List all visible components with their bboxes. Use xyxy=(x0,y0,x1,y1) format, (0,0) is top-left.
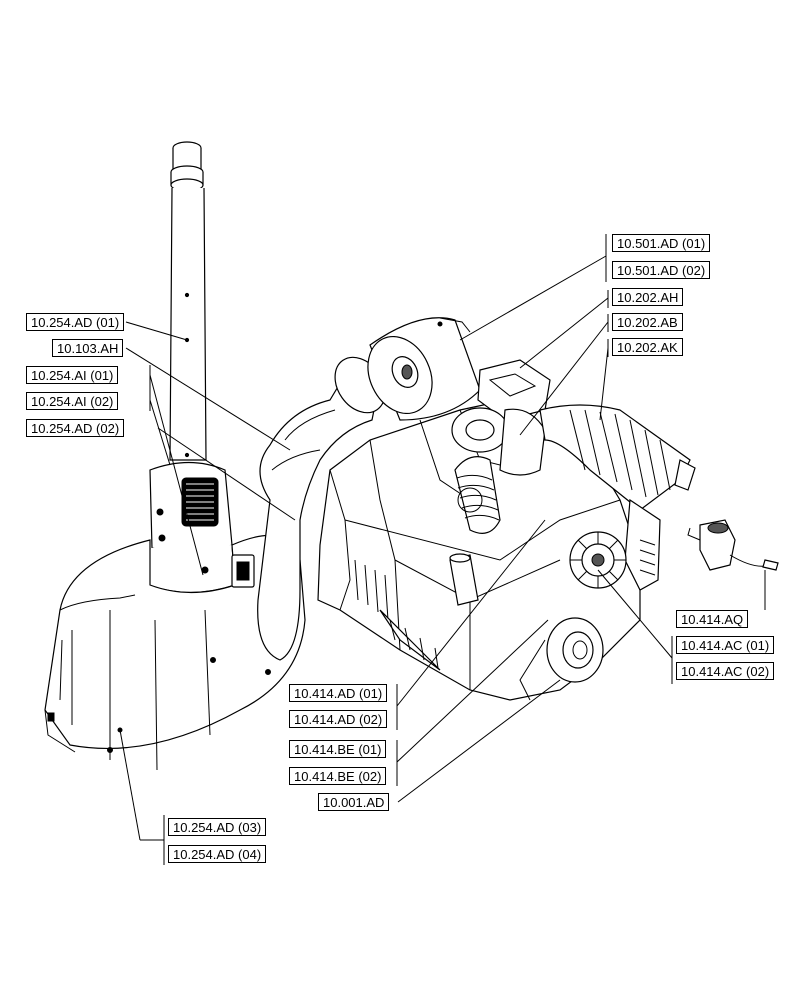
exhaust-stack xyxy=(169,141,207,461)
part-label-10-414-aq[interactable]: 10.414.AQ xyxy=(676,610,749,628)
part-label-10-254-ad-01[interactable]: 10.254.AD (01) xyxy=(26,313,125,331)
part-label-10-202-ah[interactable]: 10.202.AH xyxy=(612,288,684,306)
part-label-10-001-ad[interactable]: 10.001.AD xyxy=(318,793,390,811)
part-label-10-501-ad-02[interactable]: 10.501.AD (02) xyxy=(612,261,711,279)
part-label-10-414-be-01[interactable]: 10.414.BE (01) xyxy=(289,740,387,758)
part-label-10-414-be-02[interactable]: 10.414.BE (02) xyxy=(289,767,387,785)
part-label-10-414-ac-01[interactable]: 10.414.AC (01) xyxy=(676,636,775,654)
part-label-10-254-ai-01[interactable]: 10.254.AI (01) xyxy=(26,366,119,384)
part-label-10-414-ac-02[interactable]: 10.414.AC (02) xyxy=(676,662,775,680)
part-label-10-202-ab[interactable]: 10.202.AB xyxy=(612,313,683,331)
part-label-10-501-ad-01[interactable]: 10.501.AD (01) xyxy=(612,234,711,252)
part-label-10-414-ad-01[interactable]: 10.414.AD (01) xyxy=(289,684,388,702)
fan-pulley xyxy=(569,531,627,589)
part-label-10-103-ah[interactable]: 10.103.AH xyxy=(52,339,124,357)
engine-cover xyxy=(44,534,306,771)
part-label-10-202-ak[interactable]: 10.202.AK xyxy=(612,338,683,356)
crank-pulley xyxy=(519,617,604,701)
cac-duct xyxy=(539,404,696,591)
sensor-part xyxy=(687,519,779,571)
part-label-10-254-ad-02[interactable]: 10.254.AD (02) xyxy=(26,419,125,437)
part-label-10-254-ad-04[interactable]: 10.254.AD (04) xyxy=(168,845,267,863)
leader-lines xyxy=(119,234,766,865)
part-label-10-254-ad-03[interactable]: 10.254.AD (03) xyxy=(168,818,267,836)
turbocharger xyxy=(451,359,551,476)
part-label-10-414-ad-02[interactable]: 10.414.AD (02) xyxy=(289,710,388,728)
oil-filter xyxy=(449,553,479,606)
muffler-housing xyxy=(147,461,236,594)
part-label-10-254-ai-02[interactable]: 10.254.AI (02) xyxy=(26,392,119,410)
corrugated-hose xyxy=(454,456,501,534)
